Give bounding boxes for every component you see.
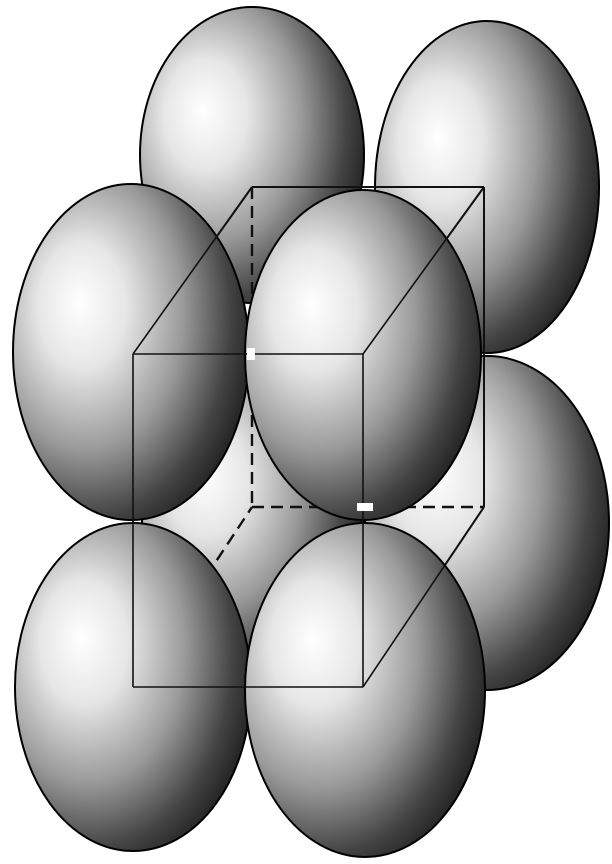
contact-mark-mid: [357, 503, 373, 511]
sphere-front-bottom-right: [245, 523, 485, 857]
sphere-front-bottom-right-body: [245, 523, 485, 857]
contact-mark-top: [247, 348, 255, 360]
sphere-front-top-left-body: [13, 184, 249, 520]
sphere-front-top-left: [13, 184, 249, 520]
